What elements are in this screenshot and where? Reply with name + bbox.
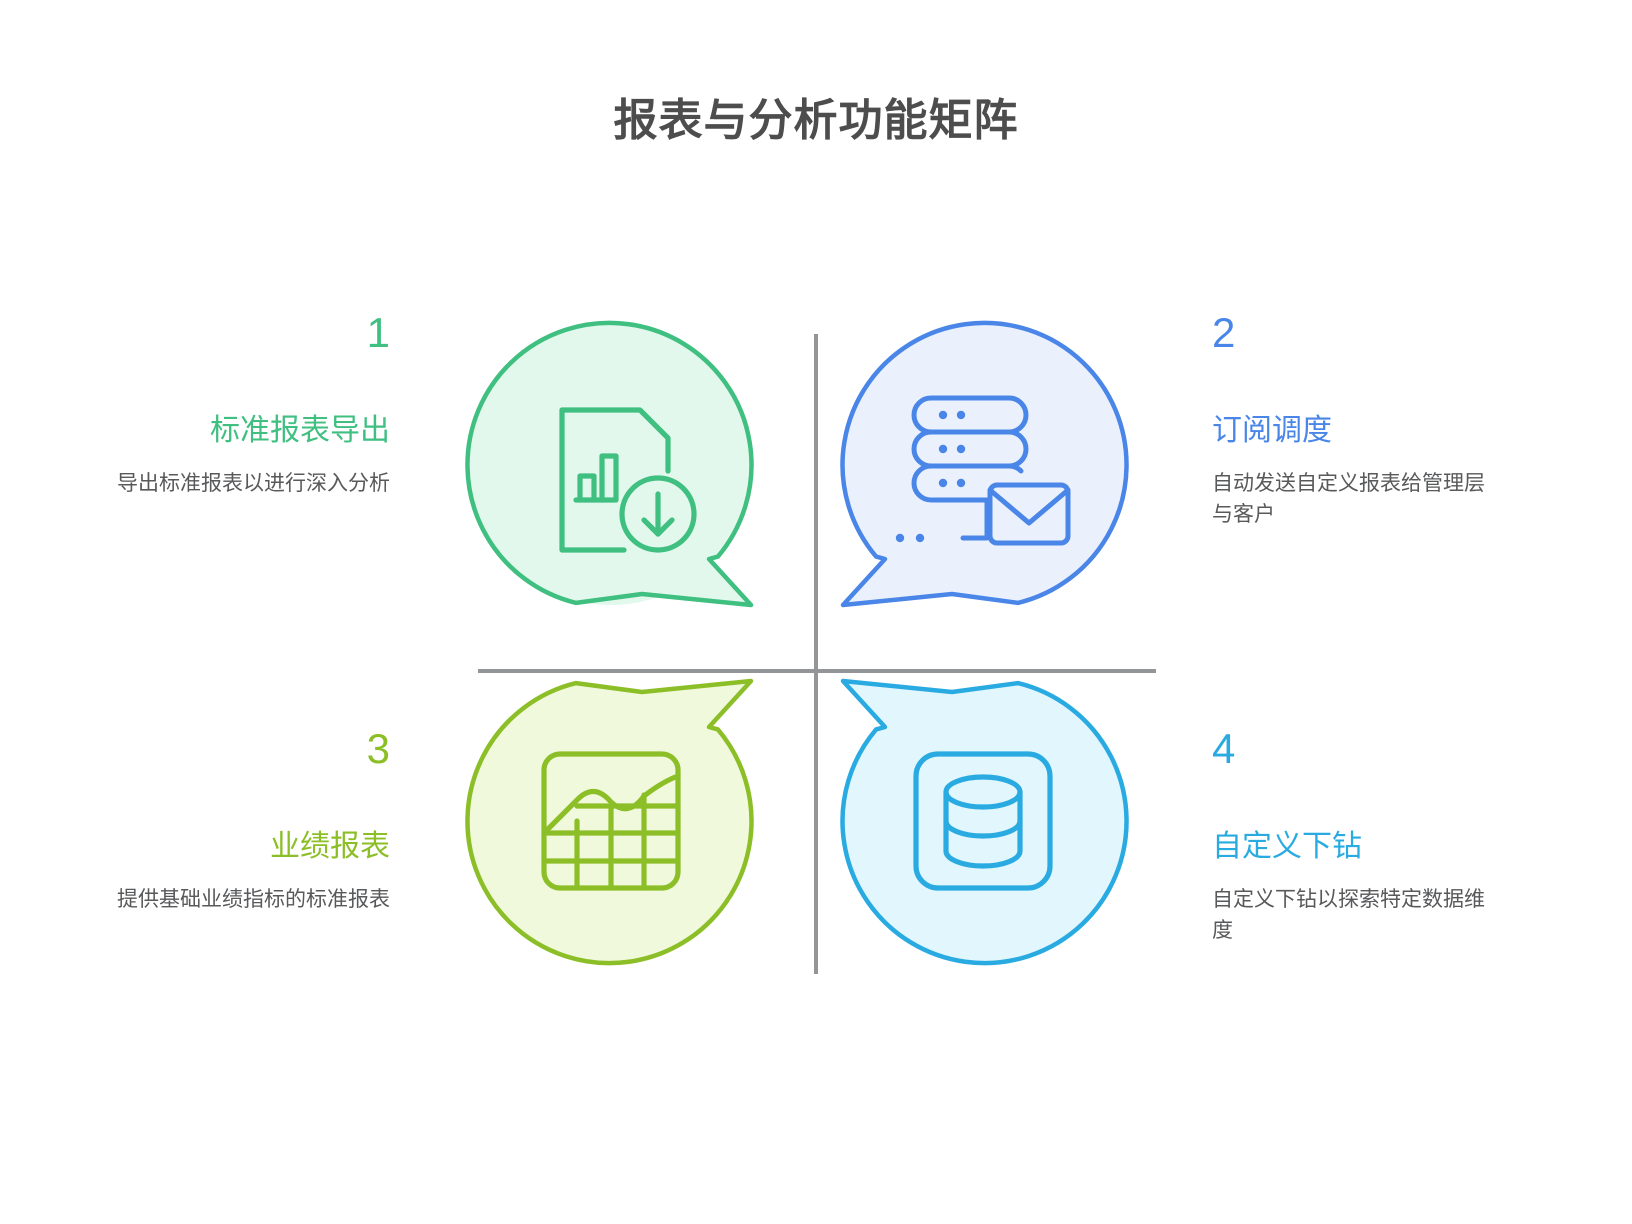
quadrant-text-3: 3 业绩报表 提供基础业绩指标的标准报表 bbox=[100, 728, 390, 915]
page-title: 报表与分析功能矩阵 bbox=[613, 96, 1019, 145]
quadrant-heading-2: 订阅调度 bbox=[1212, 414, 1332, 447]
quadrant-text-1: 1 标准报表导出 导出标准报表以进行深入分析 bbox=[100, 312, 390, 499]
quadrant-description-4: 自定义下钻以探索特定数据维度 bbox=[1212, 887, 1485, 943]
quadrant-number-3: 3 bbox=[366, 725, 390, 772]
quadrant-number-2: 2 bbox=[1212, 309, 1236, 356]
bubble-quadrant-1[interactable] bbox=[465, 318, 756, 608]
quadrant-heading-1: 标准报表导出 bbox=[210, 414, 390, 447]
quadrant-text-2: 2 订阅调度 自动发送自定义报表给管理层与客户 bbox=[1212, 312, 1502, 531]
bubble-quadrant-4[interactable] bbox=[838, 678, 1129, 968]
quadrant-heading-3: 业绩报表 bbox=[270, 830, 390, 863]
bubble-quadrant-3[interactable] bbox=[465, 678, 756, 968]
bubble-shape-1 bbox=[465, 320, 754, 608]
divider-vertical bbox=[814, 334, 818, 974]
document-bar-chart-download-icon bbox=[559, 407, 697, 553]
database-cylinder-icon bbox=[913, 751, 1053, 891]
bubble-shape-4 bbox=[840, 678, 1129, 966]
quadrant-description-1: 导出标准报表以进行深入分析 bbox=[117, 471, 390, 495]
quadrant-description-2: 自动发送自定义报表给管理层与客户 bbox=[1212, 471, 1485, 527]
quadrant-text-4: 4 自定义下钻 自定义下钻以探索特定数据维度 bbox=[1212, 728, 1502, 947]
quadrant-number-1: 1 bbox=[366, 309, 390, 356]
quadrant-number-4: 4 bbox=[1212, 725, 1236, 772]
bubble-quadrant-2[interactable] bbox=[838, 318, 1129, 608]
quadrant-heading-4: 自定义下钻 bbox=[1212, 830, 1362, 863]
server-stack-email-icon bbox=[895, 395, 1071, 546]
quadrant-description-3: 提供基础业绩指标的标准报表 bbox=[117, 887, 390, 911]
grid-area-chart-icon bbox=[541, 751, 681, 891]
